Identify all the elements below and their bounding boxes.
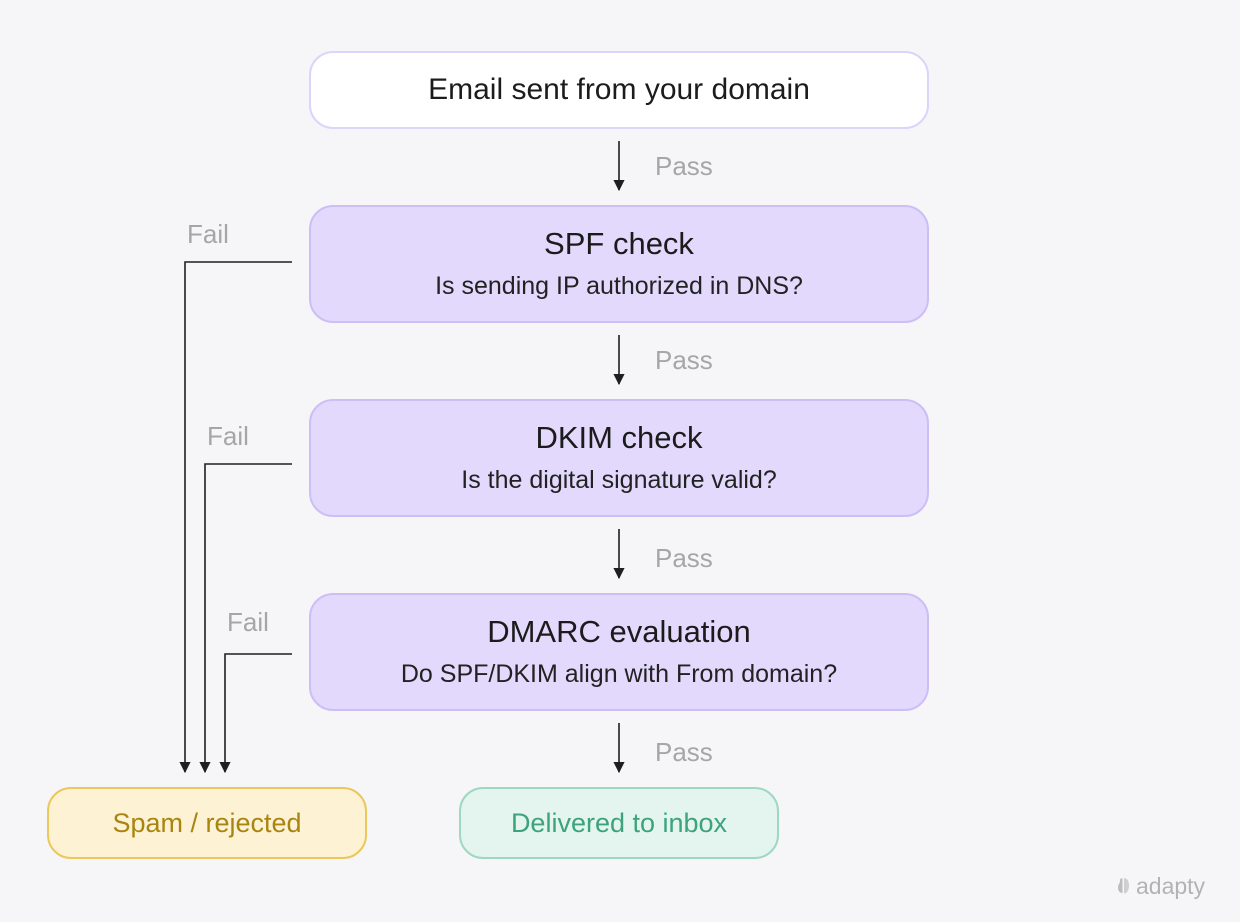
pass-label-spf: Pass bbox=[655, 345, 713, 375]
dmarc-evaluation-node: DMARC evaluation Do SPF/DKIM align with … bbox=[309, 593, 929, 711]
spam-rejected-label: Spam / rejected bbox=[112, 807, 302, 838]
delivered-to-inbox-label: Delivered to inbox bbox=[510, 807, 728, 838]
start-node: Email sent from your domain bbox=[309, 51, 929, 129]
fail-connector-spf bbox=[179, 261, 292, 774]
delivered-to-inbox-node: Delivered to inbox bbox=[459, 787, 779, 859]
pass-label-dmarc: Pass bbox=[655, 737, 713, 767]
fail-label-dkim: Fail bbox=[207, 421, 249, 451]
adapty-logo-icon bbox=[1118, 878, 1129, 894]
dkim-check-title: DKIM check bbox=[535, 420, 703, 456]
fail-label-dmarc: Fail bbox=[227, 607, 269, 637]
pass-label-start: Pass bbox=[655, 151, 713, 181]
adapty-watermark: adapty bbox=[1116, 873, 1205, 899]
dmarc-evaluation-question: Do SPF/DKIM align with From domain? bbox=[400, 660, 838, 689]
spf-check-title: SPF check bbox=[544, 226, 694, 262]
pass-label-dkim: Pass bbox=[655, 543, 713, 573]
spf-check-question: Is sending IP authorized in DNS? bbox=[435, 272, 803, 301]
spf-check-node: SPF check Is sending IP authorized in DN… bbox=[309, 205, 929, 323]
spam-rejected-node: Spam / rejected bbox=[47, 787, 367, 859]
dkim-check-question: Is the digital signature valid? bbox=[461, 466, 777, 495]
fail-connector-dmarc bbox=[219, 653, 292, 774]
adapty-logo-text: adapty bbox=[1136, 872, 1206, 899]
dmarc-evaluation-title: DMARC evaluation bbox=[487, 614, 751, 650]
fail-label-spf: Fail bbox=[187, 219, 229, 249]
start-node-label: Email sent from your domain bbox=[428, 73, 810, 106]
dkim-check-node: DKIM check Is the digital signature vali… bbox=[309, 399, 929, 517]
